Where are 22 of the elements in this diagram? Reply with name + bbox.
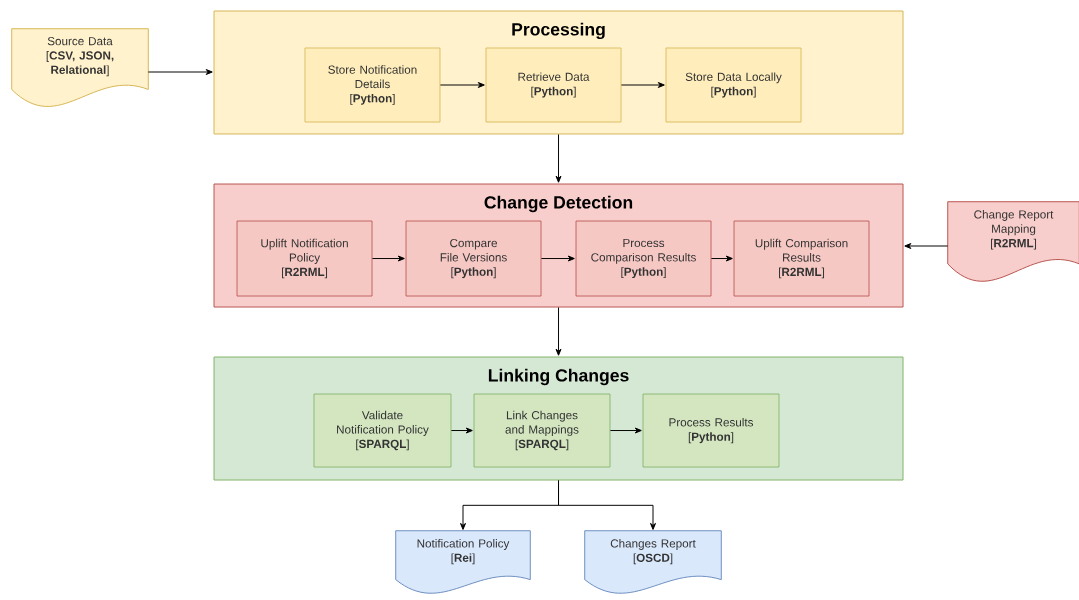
process-box: Link Changes and Mappings [SPARQL] [473, 393, 611, 468]
process-box: Store Notification Details [Python] [304, 47, 441, 123]
arrow [450, 427, 473, 434]
process-box: Store Data Locally [Python] [665, 47, 802, 123]
arrow [371, 255, 405, 262]
process-box: Compare File Versions [Python] [405, 220, 542, 297]
arrow [147, 69, 213, 75]
process-box: Retrieve Data [Python] [485, 47, 622, 123]
arrow [555, 134, 562, 183]
process-box: Process Results [Python] [642, 393, 780, 468]
arrow [540, 255, 575, 262]
process-box: Uplift Notification Policy [R2RML] [236, 220, 373, 297]
arrow [558, 480, 656, 530]
process-box: Uplift Comparison Results [R2RML] [733, 220, 870, 297]
arrow [904, 243, 949, 249]
arrow [439, 82, 485, 88]
arrow [620, 82, 665, 88]
arrow [609, 427, 642, 434]
arrow [555, 307, 562, 356]
process-box: Process Comparison Results [Python] [575, 220, 712, 297]
process-box: Validate Notification Policy [SPARQL] [313, 393, 452, 468]
arrow [710, 255, 733, 262]
